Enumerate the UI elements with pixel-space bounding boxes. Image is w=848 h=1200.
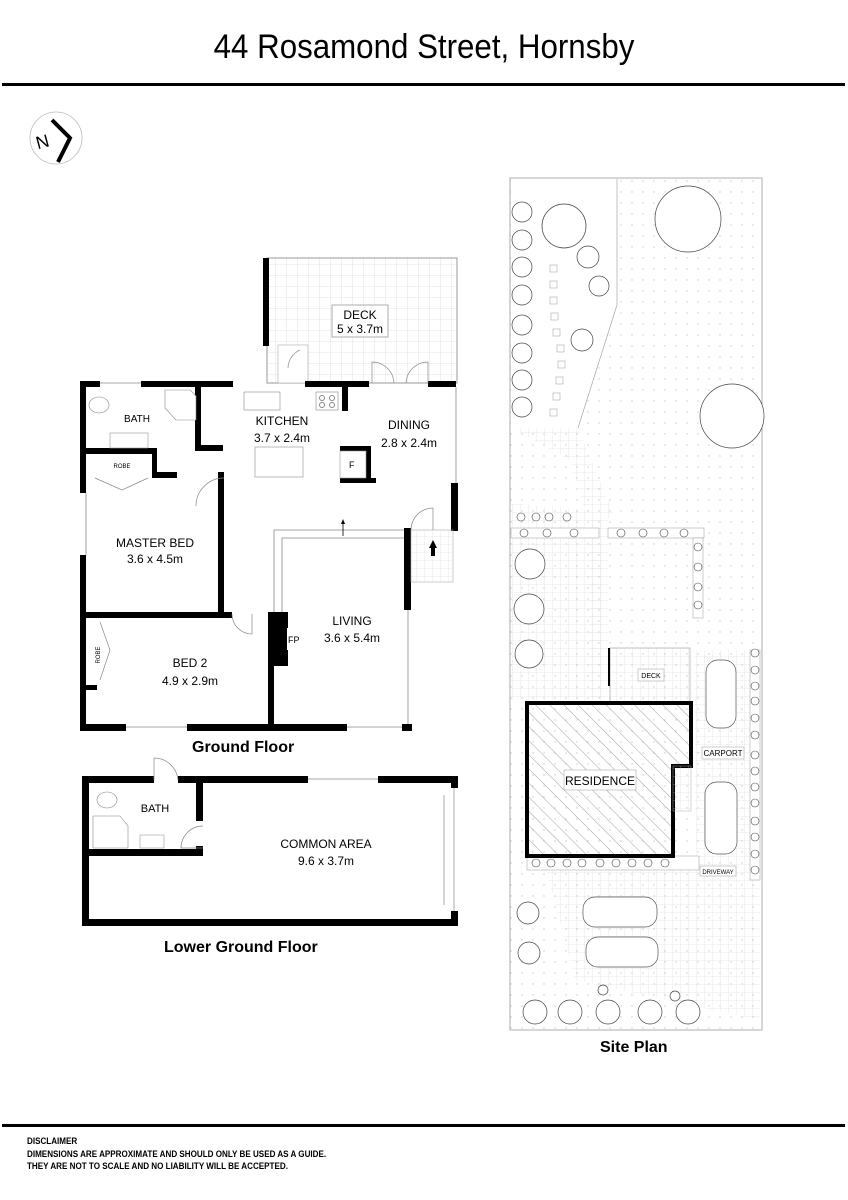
compass-label: N	[34, 131, 52, 154]
disclaimer: DISCLAIMER DIMENSIONS ARE APPROXIMATE AN…	[27, 1136, 326, 1174]
svg-text:2.8 x 2.4m: 2.8 x 2.4m	[381, 436, 437, 450]
room-label-bed-2: BED 2	[173, 656, 208, 670]
svg-text:3.6 x 4.5m: 3.6 x 4.5m	[127, 552, 183, 566]
svg-text:3.6 x 5.4m: 3.6 x 5.4m	[324, 631, 380, 645]
lower-ground-floor-caption: Lower Ground Floor	[164, 939, 318, 956]
disclaimer-line-2: THEY ARE NOT TO SCALE AND NO LIABILITY W…	[27, 1161, 288, 1172]
site-label-carport: CARPORT	[704, 749, 743, 758]
room-label-lower-bath: BATH	[141, 803, 170, 815]
ground-floor-caption: Ground Floor	[192, 739, 295, 756]
room-label-kitchen: KITCHEN	[256, 414, 309, 428]
north-compass-icon: N	[29, 111, 83, 165]
fireplace-label: FP	[288, 635, 300, 645]
disclaimer-heading: DISCLAIMER	[27, 1136, 78, 1147]
robe-label-2: ROBE	[96, 646, 102, 663]
svg-text:5 x 3.7m: 5 x 3.7m	[337, 322, 383, 336]
svg-text:9.6 x 3.7m: 9.6 x 3.7m	[298, 854, 354, 868]
site-label-residence: RESIDENCE	[565, 774, 635, 788]
robe-label: ROBE	[113, 464, 130, 470]
site-plan: DECK RESIDENCE CARPORT DRIVEWAY	[509, 177, 765, 1031]
site-label-driveway: DRIVEWAY	[702, 870, 733, 876]
fridge-label: F	[349, 460, 355, 470]
room-label-dining: DINING	[388, 418, 430, 432]
room-label-common-area: COMMON AREA	[280, 837, 371, 851]
room-label-master-bed: MASTER BED	[116, 536, 194, 550]
disclaimer-line-1: DIMENSIONS ARE APPROXIMATE AND SHOULD ON…	[27, 1148, 327, 1160]
room-label-deck: DECK	[343, 308, 376, 322]
svg-text:4.9 x 2.9m: 4.9 x 2.9m	[162, 674, 218, 688]
header-divider	[2, 83, 845, 86]
site-label-deck: DECK	[641, 673, 661, 680]
room-label-bath: BATH	[124, 414, 150, 425]
room-label-living: LIVING	[332, 614, 371, 628]
footer-divider	[2, 1124, 845, 1127]
svg-text:3.7 x 2.4m: 3.7 x 2.4m	[254, 431, 310, 445]
site-plan-caption: Site Plan	[600, 1039, 668, 1056]
page-title: 44 Rosamond Street, Hornsby	[213, 28, 635, 66]
